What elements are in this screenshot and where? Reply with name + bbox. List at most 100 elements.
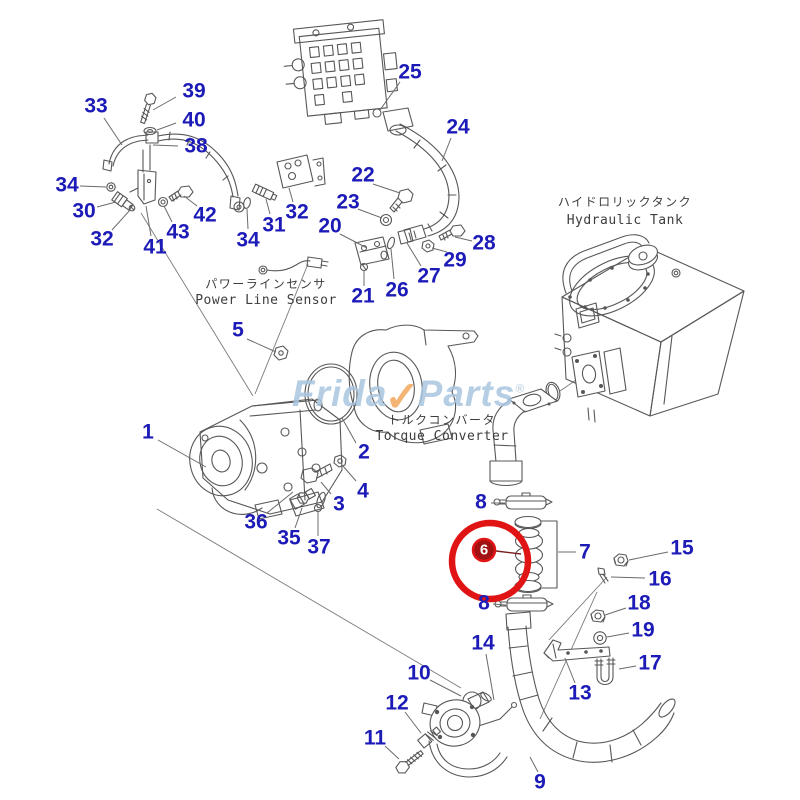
callout-20: 20 [318, 215, 341, 238]
nut-18 [590, 609, 606, 623]
elbow-fitting-30 [111, 191, 134, 211]
callout-21: 21 [351, 285, 375, 308]
leader-line-22 [372, 183, 401, 194]
callout-41: 41 [143, 236, 167, 259]
callout-2: 2 [358, 441, 370, 464]
callout-10: 10 [407, 662, 430, 685]
leader-line-18 [604, 607, 627, 616]
callout-13: 13 [568, 682, 591, 705]
fridayparts-watermark: Frida✓Parts® [292, 372, 525, 421]
washer-34-left [106, 182, 116, 192]
callout-33: 33 [84, 95, 107, 118]
callout-40: 40 [182, 109, 205, 132]
washer-43 [157, 196, 169, 208]
pipe-9-drawing [505, 611, 676, 763]
leader-line-15 [628, 551, 669, 561]
washer-23 [379, 213, 393, 227]
callout-37: 37 [307, 536, 330, 559]
bolt-3 [300, 463, 333, 484]
callout-32: 32 [285, 201, 308, 224]
callout-1: 1 [142, 421, 154, 444]
bolt-28 [438, 224, 466, 241]
callout-25: 25 [398, 61, 422, 84]
bracket-41 [129, 144, 157, 205]
bolt-42 [168, 185, 194, 202]
hydraulic-tank-drawing [545, 234, 745, 423]
callout-19: 19 [631, 619, 654, 642]
callout-34: 34 [55, 174, 79, 197]
callout-43: 43 [166, 221, 189, 244]
hose-33 [102, 131, 245, 213]
callout-3: 3 [333, 493, 345, 516]
leader-line-34 [246, 208, 249, 230]
leader-line-26 [390, 248, 395, 280]
ring-37 [313, 503, 323, 513]
leader-line-38 [152, 144, 179, 147]
hydraulic-tank-label-en: Hydraulic Tank [567, 213, 684, 228]
highlight-badge [471, 537, 497, 563]
tank-port-flange [571, 350, 606, 398]
callout-22: 22 [351, 164, 374, 187]
leader-line-17 [618, 665, 637, 670]
callout-38: 38 [184, 135, 208, 158]
leader-line-41 [145, 205, 152, 237]
leader-line-23 [357, 208, 383, 219]
callout-24: 24 [446, 116, 470, 139]
bolt-22 [389, 188, 414, 213]
fitting-cluster [258, 188, 466, 275]
callout-leader-lines [79, 81, 669, 773]
leader-line-31 [265, 198, 271, 215]
callout-28: 28 [472, 232, 496, 255]
watermark-text-left: Frida [292, 373, 388, 414]
leader-line-29 [431, 247, 448, 253]
leader-line-40 [156, 122, 177, 131]
callout-35: 35 [277, 527, 301, 550]
gasket-2 [304, 363, 358, 425]
fitting-12 [417, 726, 441, 749]
washer-19 [593, 631, 607, 645]
leader-line-19 [606, 632, 630, 638]
power-line-sensor-label-en: Power Line Sensor [195, 293, 337, 308]
callout-12: 12 [385, 692, 408, 715]
callout-14: 14 [471, 632, 495, 655]
leader-line-42 [183, 195, 198, 207]
control-valve-assembly [283, 19, 460, 237]
leader-line-34 [79, 185, 107, 188]
filler-cap [628, 244, 658, 271]
callout-23: 23 [336, 191, 359, 214]
fitting-31 [251, 183, 278, 201]
leader-line-39 [152, 96, 177, 111]
callout-34: 34 [236, 229, 260, 252]
callout-39: 39 [182, 80, 205, 103]
leader-line-24 [441, 137, 452, 162]
leader-line-36 [266, 491, 294, 514]
leader-line-2 [341, 417, 357, 444]
bolt-11 [395, 750, 424, 774]
oring-25 [372, 108, 382, 118]
plug-5 [273, 345, 289, 361]
watermark-check-icon: ✓ [384, 373, 421, 420]
callout-7: 7 [579, 541, 591, 564]
watermark-registered-mark: ® [515, 381, 526, 396]
pump-drawing [189, 398, 343, 520]
highlight-leader [495, 550, 522, 555]
nut-15 [613, 553, 629, 567]
callout-29: 29 [443, 249, 466, 272]
leader-line-43 [163, 205, 173, 223]
leader-line-12 [404, 711, 422, 734]
callout-4: 4 [357, 480, 369, 503]
block-20 [354, 236, 390, 271]
torque-converter-housing [348, 324, 479, 445]
leader-line-20 [339, 233, 368, 249]
leader-line-8 [492, 603, 507, 606]
leader-line-16 [610, 576, 646, 579]
leader-line-25 [379, 81, 401, 111]
callout-30: 30 [72, 200, 95, 223]
bracket-13 [543, 639, 611, 662]
hydraulic-tank-label-jp: ハイドロリックタンク [558, 195, 692, 209]
leader-line-32 [288, 187, 294, 203]
leader-line-30 [96, 201, 117, 208]
callout-8: 8 [475, 491, 487, 514]
callout-16: 16 [648, 568, 671, 591]
